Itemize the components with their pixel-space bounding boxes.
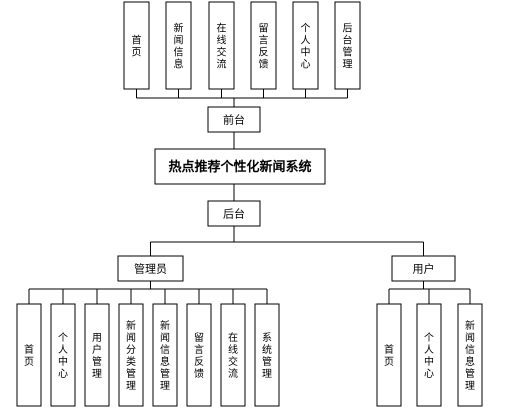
connector-lines: [28, 89, 471, 304]
frontend-module-label: 留言反馈: [259, 22, 269, 71]
admin-node: 管理员: [117, 255, 184, 282]
admin-module-3: 新闻分类管理: [118, 303, 144, 407]
frontend-module-4: 个人中心: [292, 1, 319, 90]
admin-module-label: 用户管理: [92, 333, 102, 380]
user-module-label: 个人中心: [424, 332, 434, 380]
admin-module-label: 新闻分类管理: [126, 319, 136, 392]
frontend-module-label: 新闻信息: [174, 22, 184, 71]
system-title: 热点推荐个性化新闻系统: [168, 159, 311, 175]
frontend-label: 前台: [223, 113, 245, 127]
user-module-2: 新闻信息管理: [457, 303, 483, 407]
admin-module-label: 个人中心: [58, 332, 68, 380]
admin-label: 管理员: [134, 262, 167, 276]
frontend-module-label: 个人中心: [301, 23, 311, 71]
admin-modules: 首页 个人中心 用户管理 新闻分类管理 新闻信息管理 留言反馈 在线交流 系统管理: [16, 303, 280, 407]
frontend-module-label: 首页: [132, 34, 142, 59]
admin-module-label: 新闻信息管理: [160, 319, 170, 392]
user-node: 用户: [391, 255, 456, 282]
frontend-module-label: 后台管理: [343, 23, 353, 71]
admin-module-5: 留言反馈: [186, 303, 212, 407]
frontend-module-label: 在线交流: [217, 23, 227, 71]
system-title-node: 热点推荐个性化新闻系统: [154, 148, 326, 185]
backend-node: 后台: [207, 200, 261, 227]
user-module-label: 新闻信息管理: [465, 319, 475, 392]
frontend-module-5: 后台管理: [334, 1, 361, 90]
admin-module-6: 在线交流: [220, 303, 246, 407]
admin-module-label: 首页: [24, 343, 34, 368]
frontend-modules: 首页 新闻信息 在线交流 留言反馈 个人中心 后台管理: [123, 1, 361, 90]
user-module-1: 个人中心: [416, 303, 442, 407]
admin-module-0: 首页: [16, 303, 42, 407]
user-label: 用户: [413, 262, 435, 276]
admin-module-label: 留言反馈: [194, 331, 204, 380]
admin-module-4: 新闻信息管理: [152, 303, 178, 407]
user-module-0: 首页: [376, 303, 402, 407]
frontend-module-0: 首页: [123, 1, 150, 90]
admin-module-label: 系统管理: [262, 332, 272, 380]
frontend-module-1: 新闻信息: [165, 1, 192, 90]
admin-module-label: 在线交流: [228, 332, 238, 380]
admin-module-2: 用户管理: [84, 303, 110, 407]
frontend-node: 前台: [207, 106, 261, 133]
user-module-label: 首页: [384, 343, 394, 368]
admin-module-1: 个人中心: [50, 303, 76, 407]
admin-module-7: 系统管理: [254, 303, 280, 407]
user-modules: 首页 个人中心 新闻信息管理: [376, 303, 483, 407]
frontend-module-3: 留言反馈: [250, 1, 277, 90]
backend-label: 后台: [223, 207, 245, 221]
frontend-module-2: 在线交流: [208, 1, 235, 90]
